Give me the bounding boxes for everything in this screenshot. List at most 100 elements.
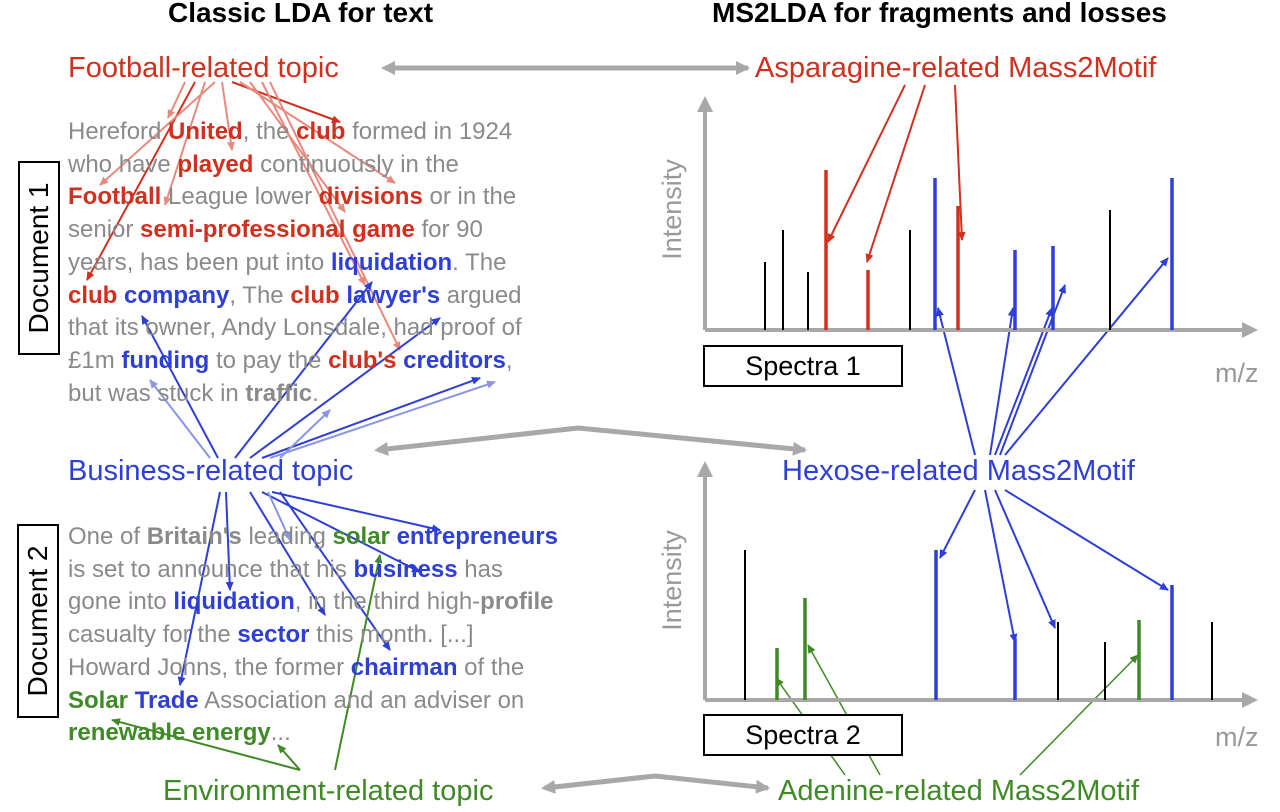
plain-text: Hereford [68, 118, 169, 145]
plain-text [117, 282, 124, 309]
spectrum1-y-axis-label: Intensity [656, 159, 687, 260]
spectrum1-axes [697, 96, 1258, 338]
keyword-blue: funding [121, 346, 210, 374]
keyword-blue: sector [237, 621, 310, 649]
document-line: Howard Johns, the former chairman of the [68, 652, 558, 685]
document1-label: Document 1 [18, 161, 60, 355]
adenine-motif-label: Adenine-related Mass2Motif [778, 775, 1140, 807]
keyword-red: club [290, 281, 340, 309]
left-column-header: Classic LDA for text [168, 0, 434, 28]
environment-topic-label: Environment-related topic [163, 775, 494, 807]
spectrum2-peaks [744, 550, 1213, 700]
plain-text: £1m [68, 346, 122, 374]
keyword-blue: Trade [134, 686, 199, 714]
keyword-blue: entrepreneurs [396, 523, 558, 550]
plain-text: . [312, 379, 319, 407]
document-line: casualty for the sector this month. [...… [68, 619, 558, 652]
document-line: that its owner, Andy Lonsdale, had proof… [68, 312, 522, 345]
keyword-grey: Britain's [146, 523, 242, 550]
plain-text: for 90 [414, 216, 483, 244]
keyword-green: solar [332, 523, 390, 550]
keyword-red: club [68, 281, 118, 309]
keyword-green: Solar [68, 686, 129, 714]
spectrum2-x-axis-label: m/z [1215, 722, 1259, 752]
plain-text: casualty for the [68, 621, 238, 649]
plain-text: League lower [161, 183, 319, 211]
plain-text: continuously in the [253, 150, 459, 178]
plain-text: of the [457, 653, 525, 681]
spectrum1-x-axis-label: m/z [1215, 358, 1259, 388]
document-line: Hereford United, the club formed in 1924 [68, 116, 522, 149]
plain-text: , The [229, 281, 291, 309]
link-arrow-business-hexose [374, 425, 807, 456]
plain-text: that its owner, Andy Lonsdale, had proof… [68, 314, 522, 342]
document1-text: Hereford United, the club formed in 1924… [68, 116, 522, 410]
plain-text: to pay the [209, 346, 329, 374]
right-column-header: MS2LDA for fragments and losses [712, 0, 1167, 28]
plain-text: ... [270, 719, 291, 747]
keyword-blue: business [353, 555, 458, 583]
plain-text [390, 523, 397, 550]
plain-text: . The [452, 248, 507, 276]
plain-text: senior [68, 216, 141, 244]
document-line: who have played continuously in the [68, 149, 522, 182]
plain-text: formed in 1924 [345, 118, 513, 145]
business-topic-arrows-doc1 [141, 281, 496, 459]
document-line: but was stuck in traffic. [68, 378, 522, 411]
keyword-blue: chairman [350, 653, 458, 681]
plain-text: or in the [422, 183, 517, 211]
plain-text: but was stuck in [68, 379, 246, 407]
keyword-blue: liquidation [173, 588, 295, 616]
spectrum2-axes [697, 461, 1258, 708]
document-line: renewable energy... [68, 717, 558, 750]
plain-text: , in the third high- [294, 588, 481, 616]
keyword-green: renewable energy [68, 719, 271, 747]
document-line: years, has been put into liquidation. Th… [68, 247, 522, 280]
asparagine-motif-label: Asparagine-related Mass2Motif [755, 52, 1157, 84]
keyword-blue: liquidation [330, 248, 453, 276]
plain-text: , the [242, 118, 297, 145]
keyword-red: divisions [318, 183, 423, 211]
plain-text: this month. [...] [309, 621, 474, 649]
plain-text: leading [241, 523, 333, 550]
document-line: £1m funding to pay the club's creditors, [68, 345, 522, 378]
spectra1-label: Spectra 1 [703, 345, 903, 387]
link-arrow-environment-adenine [541, 773, 770, 794]
spectra2-label: Spectra 2 [703, 714, 903, 756]
document-line: gone into liquidation, in the third high… [68, 586, 558, 619]
document-line: senior semi-professional game for 90 [68, 214, 522, 247]
plain-text: Association and an adviser on [198, 686, 525, 714]
football-topic-label: Football-related topic [68, 52, 339, 84]
plain-text: argued [440, 281, 522, 309]
plain-text: Howard Johns, the former [68, 653, 351, 681]
document-line: One of Britain's leading solar entrepren… [68, 521, 558, 554]
plain-text: is set to announce that his [68, 555, 354, 583]
keyword-red: semi-professional game [140, 216, 415, 244]
hexose-motif-arrows-down [939, 489, 1169, 643]
asparagine-motif-arrows [827, 84, 966, 263]
business-topic-arrows-doc2 [177, 491, 441, 686]
keyword-blue: lawyer's [346, 281, 441, 309]
hexose-motif-label: Hexose-related Mass2Motif [782, 455, 1135, 487]
environment-topic-arrows [111, 554, 383, 771]
plain-text [128, 687, 135, 714]
plain-text: has [457, 555, 503, 583]
plain-text: gone into [68, 588, 174, 616]
document2-label: Document 2 [17, 524, 59, 718]
document-line: club company, The club lawyer's argued [68, 280, 522, 313]
spectrum2-y-axis-label: Intensity [656, 530, 687, 631]
keyword-red: played [177, 150, 254, 178]
football-topic-arrows [86, 81, 401, 351]
document2-text: One of Britain's leading solar entrepren… [68, 521, 558, 750]
document-line: Solar Trade Association and an adviser o… [68, 685, 558, 718]
plain-text: One of [68, 523, 147, 550]
keyword-red: Football [68, 183, 162, 211]
keyword-red: United [168, 118, 243, 145]
document-line: Football League lower divisions or in th… [68, 181, 522, 214]
keyword-grey: profile [480, 588, 554, 616]
business-topic-label: Business-related topic [68, 455, 354, 487]
keyword-blue: company [124, 281, 230, 309]
keyword-red: club [296, 118, 346, 145]
keyword-grey: traffic [245, 379, 313, 407]
